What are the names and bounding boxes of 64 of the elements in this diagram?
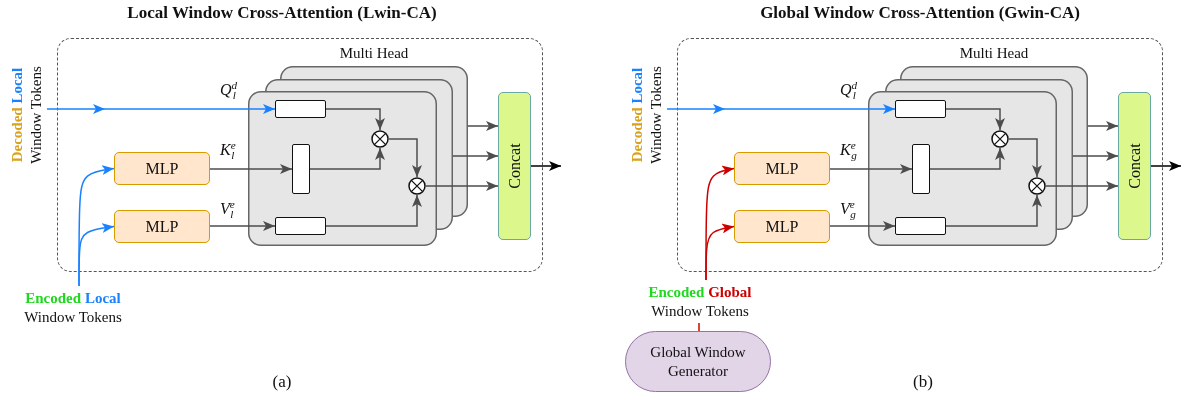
token-label: Encoded Global xyxy=(648,282,752,302)
arrow xyxy=(209,164,293,174)
panel-caption: (a) xyxy=(272,372,292,392)
mlp-box xyxy=(114,210,210,243)
arrow xyxy=(829,164,913,174)
multiply-symbol xyxy=(371,130,389,148)
projection-bar xyxy=(275,100,326,118)
box-label: MLP xyxy=(765,159,799,178)
arrow xyxy=(705,223,735,281)
arrow xyxy=(1087,121,1119,131)
box-label: Concat xyxy=(505,143,524,189)
box-label: Concat xyxy=(1125,143,1144,189)
mlp-box xyxy=(114,152,210,185)
multiply-symbol xyxy=(408,177,426,195)
arrow xyxy=(452,151,499,161)
arrow xyxy=(929,147,1005,170)
panel-caption: (b) xyxy=(913,372,933,392)
token-label: Encoded Local xyxy=(25,289,121,308)
projection-bar xyxy=(292,144,310,194)
arrow xyxy=(209,221,276,231)
panel-title: Local Window Cross-Attention (Lwin-CA) xyxy=(127,3,437,23)
multiply-symbol xyxy=(1028,177,1046,195)
arrow xyxy=(388,138,422,178)
projection-bar xyxy=(912,144,930,194)
arrow xyxy=(1008,138,1042,178)
projection-bar xyxy=(895,100,946,118)
multiply-symbol xyxy=(991,130,1009,148)
token-label: Window Tokens xyxy=(27,66,45,164)
arrow xyxy=(46,104,276,114)
arrow xyxy=(467,121,499,131)
arrow xyxy=(325,194,422,227)
arrow xyxy=(530,161,562,171)
token-label: Decoded Local xyxy=(8,67,27,163)
connector-line xyxy=(698,322,700,332)
token-label: Decoded Local xyxy=(628,67,647,163)
arrow xyxy=(945,108,1005,131)
arrow xyxy=(309,147,385,170)
concat-box xyxy=(498,92,531,240)
mlp-box xyxy=(734,210,830,243)
heading: Multi Head xyxy=(959,45,1029,62)
box-label: MLP xyxy=(765,217,799,236)
projection-bar xyxy=(275,217,326,235)
panel-title: Global Window Cross-Attention (Gwin-CA) xyxy=(760,3,1080,23)
arrow xyxy=(1045,181,1119,191)
box-label: MLP xyxy=(145,217,179,236)
box-label: Global Window Generator xyxy=(649,342,747,381)
arrow xyxy=(945,194,1042,227)
dashed-frame xyxy=(57,38,543,272)
arrow xyxy=(325,108,385,131)
heading: Multi Head xyxy=(339,45,409,62)
arrow xyxy=(78,223,115,287)
arrow xyxy=(1072,151,1119,161)
mlp-box xyxy=(734,152,830,185)
token-label: Window Tokens xyxy=(651,301,749,321)
token-label: Window Tokens xyxy=(647,66,665,164)
box-label: MLP xyxy=(145,159,179,178)
arrow xyxy=(1150,161,1182,171)
arrow xyxy=(666,104,896,114)
projection-bar xyxy=(895,217,946,235)
concat-box xyxy=(1118,92,1151,240)
arrow xyxy=(829,221,896,231)
dashed-frame xyxy=(677,38,1163,272)
token-label: Window Tokens xyxy=(24,308,122,327)
arrow xyxy=(425,181,499,191)
